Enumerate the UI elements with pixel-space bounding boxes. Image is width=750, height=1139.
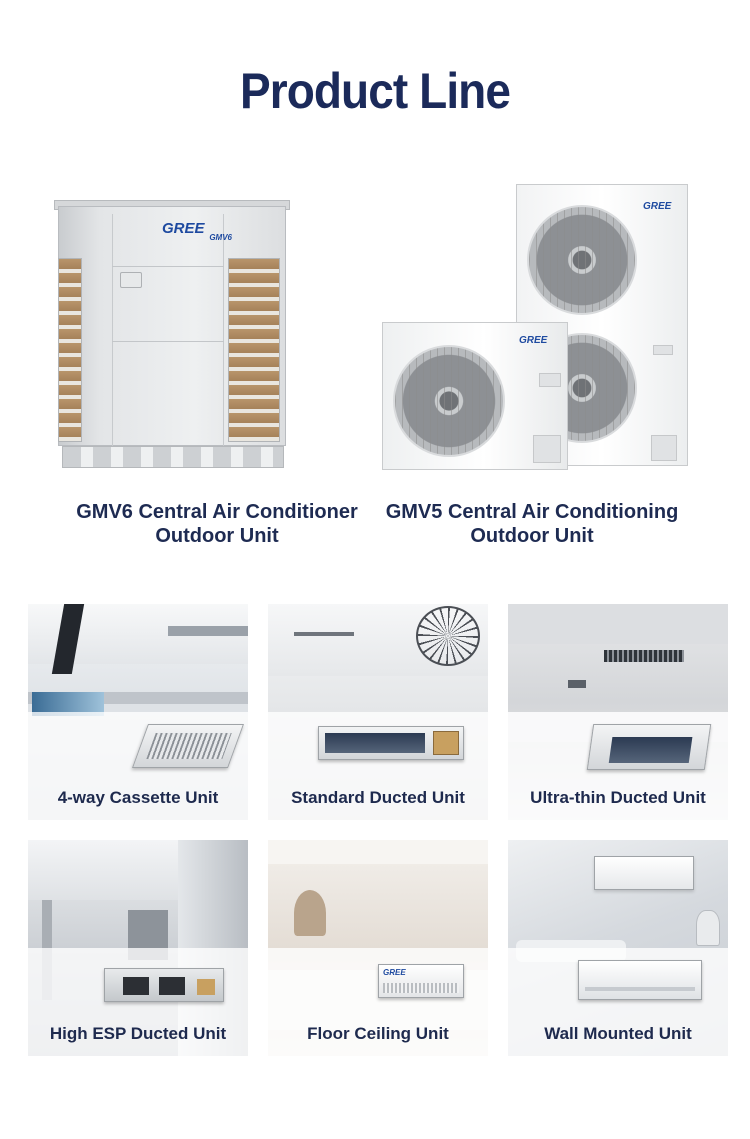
tile-label: Wall Mounted Unit [544,1024,692,1043]
tile-label: Ultra-thin Ducted Unit [530,788,706,807]
gree-logo: GREE [519,335,548,346]
tile-label: Standard Ducted Unit [291,788,465,807]
gmv5-outdoor-unit-image: GREE GREE [378,178,698,474]
page-title: Product Line [239,63,511,119]
product-tile-ultra-thin-ducted[interactable]: Ultra-thin Ducted Unit [508,604,728,820]
gree-logo: GREE GMV6 [162,220,232,242]
gree-logo: GREE [643,201,672,212]
tile-label: Floor Ceiling Unit [307,1024,449,1043]
product-tile-wall-mounted[interactable]: Wall Mounted Unit [508,840,728,1056]
product-tile-high-esp-ducted[interactable]: High ESP Ducted Unit [28,840,248,1056]
product-tile-floor-ceiling[interactable]: GREE Floor Ceiling Unit [268,840,488,1056]
gmv6-outdoor-unit-image: GREE GMV6 [52,196,292,476]
tile-label: High ESP Ducted Unit [49,1024,227,1043]
gmv5-caption: GMV5 Central Air Conditioning Outdoor Un… [385,501,679,547]
gmv6-caption: GMV6 Central Air Conditioner Outdoor Uni… [76,501,358,547]
gree-logo: GREE [383,968,406,977]
tile-label: 4-way Cassette Unit [57,788,219,807]
product-tile-standard-ducted[interactable]: Standard Ducted Unit [268,604,488,820]
product-tile-cassette[interactable]: 4-way Cassette Unit [28,604,248,820]
